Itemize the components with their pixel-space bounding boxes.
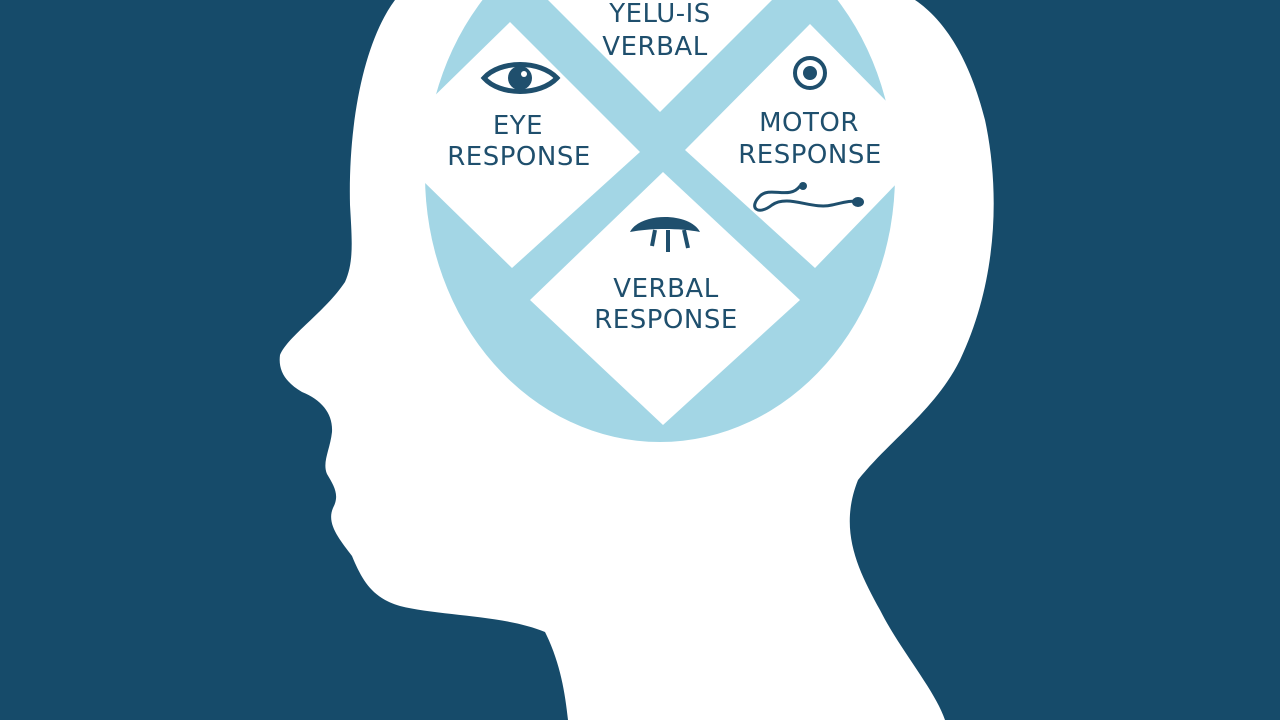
squiggle-icon — [753, 182, 864, 212]
motor-response-label-line1: MOTOR — [759, 108, 859, 138]
verbal-response-label-line1: VERBAL — [613, 274, 719, 304]
top-quadrant-label-line1: YELU-IS — [609, 0, 711, 29]
panel-motor — [685, 24, 900, 268]
panel-eye — [420, 22, 640, 268]
target-icon — [793, 56, 827, 90]
eye-icon — [480, 62, 561, 94]
top-quadrant-label-line2: VERBAL — [602, 32, 708, 62]
panel-top — [548, 0, 772, 112]
mouth-icon — [630, 217, 700, 252]
motor-response-label-line2: RESPONSE — [738, 140, 882, 170]
panel-verbal — [530, 172, 800, 425]
eye-response-label-line1: EYE — [492, 111, 544, 141]
eye-response-label-line2: RESPONSE — [447, 142, 591, 172]
verbal-response-label-line2: RESPONSE — [594, 305, 738, 335]
